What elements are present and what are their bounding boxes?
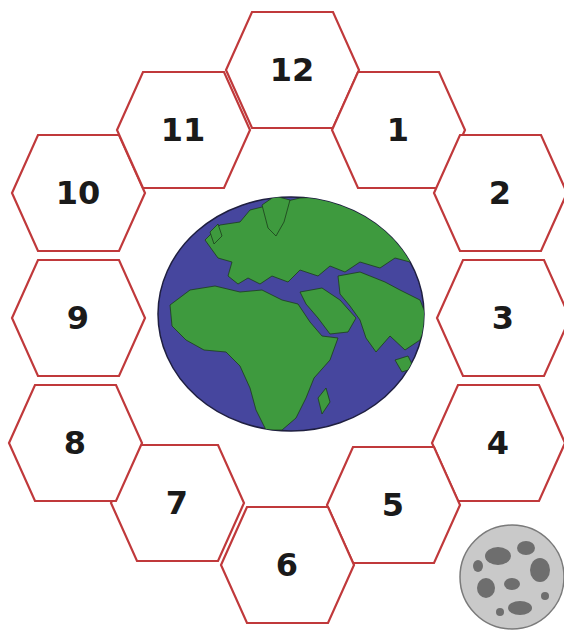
hexagon-cell: 2 [433,134,564,252]
hour-number: 10 [56,177,101,209]
hour-number: 3 [492,302,514,334]
hour-number: 5 [382,489,404,521]
earth-globe [158,196,428,431]
hour-number: 11 [161,114,206,146]
hexagon-cell: 6 [220,506,355,624]
hexagon-cell: 11 [116,71,251,189]
hour-number: 7 [166,487,188,519]
hexagon-cell: 3 [436,259,564,377]
hexagon-cell: 9 [11,259,146,377]
moon [460,525,564,629]
hour-number: 12 [270,54,315,86]
hour-number: 2 [489,177,511,209]
hexagon-cell: 8 [8,384,143,502]
hour-number: 6 [276,549,298,581]
hour-number: 9 [67,302,89,334]
hour-number: 8 [64,427,86,459]
hour-number: 4 [487,427,509,459]
hour-number: 1 [387,114,409,146]
